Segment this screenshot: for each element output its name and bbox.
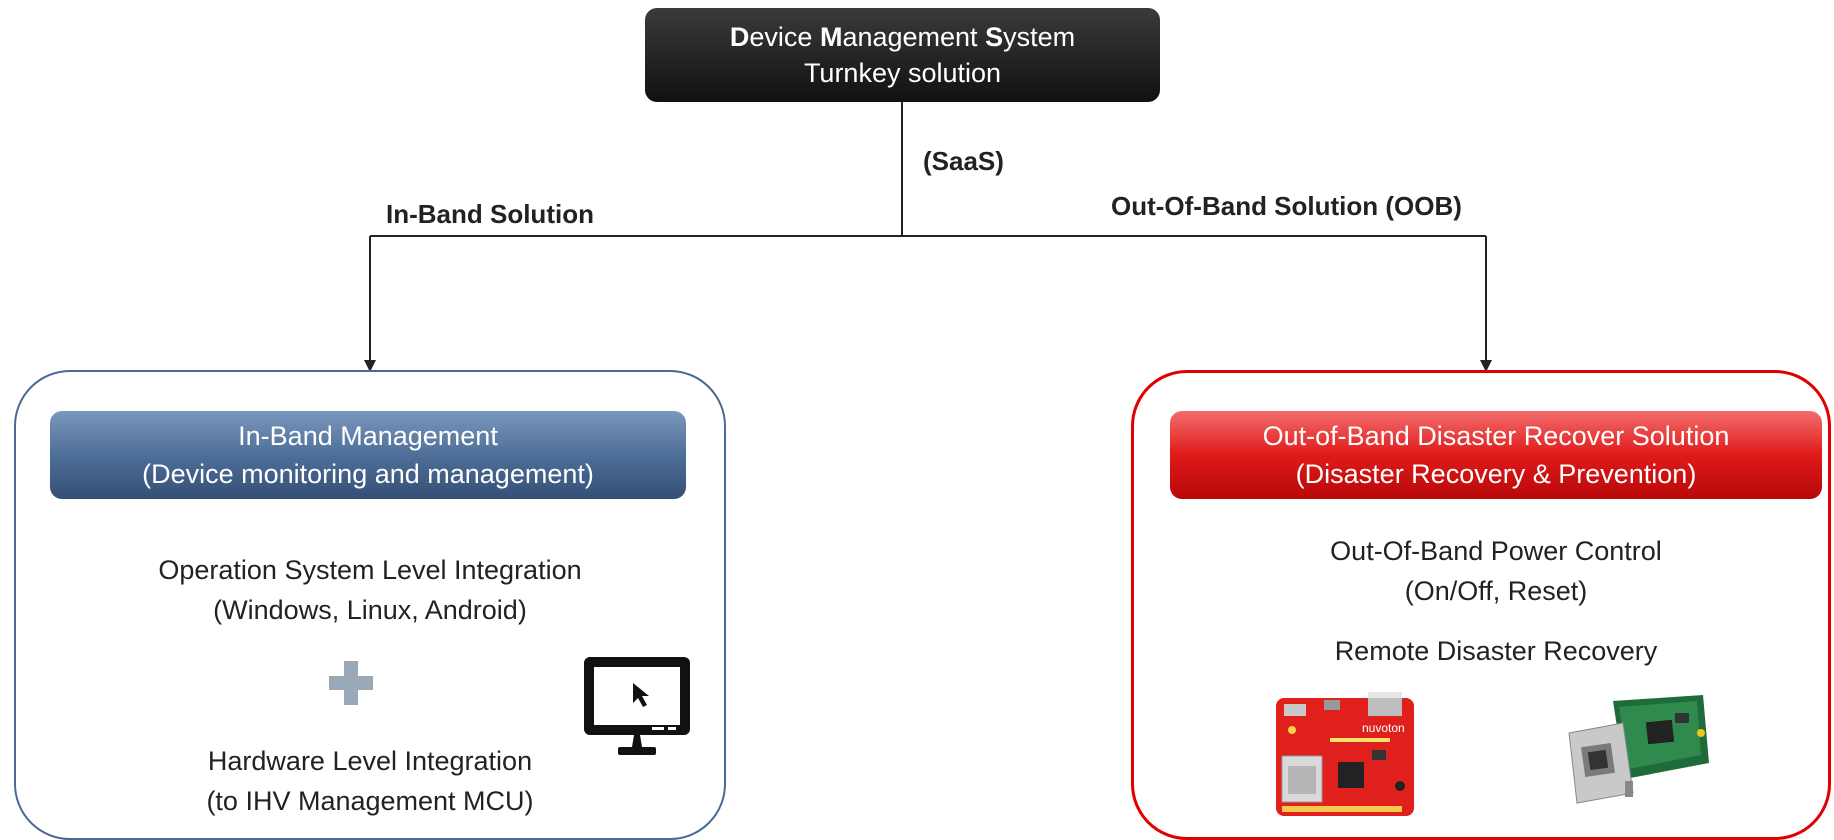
os-integration-text: Operation System Level Integration (Wind… [60, 550, 680, 630]
connector-lines [364, 102, 1492, 372]
title-part-management: anagement [842, 22, 986, 52]
monitor-icon [584, 657, 690, 755]
in-band-header-title: In-Band Management [238, 421, 498, 451]
in-band-header-subtitle: (Device monitoring and management) [142, 459, 594, 489]
saas-label: (SaaS) [923, 146, 1004, 176]
oob-solution-label: Out-Of-Band Solution (OOB) [1111, 191, 1462, 221]
board-brand-label: nuvoton [1362, 721, 1405, 735]
title-part-system: ystem [1003, 22, 1076, 52]
oob-header-title: Out-of-Band Disaster Recover Solution [1262, 421, 1730, 451]
title-initial-d: D [729, 22, 750, 52]
red-board-image: nuvoton [1276, 692, 1414, 816]
hw-integration-text: Hardware Level Integration (to IHV Manag… [60, 741, 680, 821]
in-band-header: In-Band Management (Device monitoring an… [50, 411, 686, 499]
remote-recovery-text: Remote Disaster Recovery [1334, 636, 1658, 666]
title-initial-m: M [819, 22, 843, 52]
os-integration-list: (Windows, Linux, Android) [213, 595, 527, 625]
power-control-title: Out-Of-Band Power Control [1330, 536, 1662, 566]
os-integration-title: Operation System Level Integration [158, 555, 582, 585]
top-box-title: Device Management System [645, 19, 1160, 55]
hw-integration-title: Hardware Level Integration [207, 746, 533, 776]
oob-header: Out-of-Band Disaster Recover Solution (D… [1170, 411, 1822, 499]
top-box-subtitle: Turnkey solution [803, 58, 1002, 88]
plus-icon [329, 661, 373, 705]
green-board-image [1568, 695, 1709, 804]
device-management-system-box: Device Management System Turnkey solutio… [645, 8, 1160, 102]
power-control-detail: (On/Off, Reset) [1404, 576, 1588, 606]
oob-header-subtitle: (Disaster Recovery & Prevention) [1295, 459, 1697, 489]
hw-integration-detail: (to IHV Management MCU) [206, 786, 534, 816]
in-band-solution-label: In-Band Solution [386, 199, 594, 229]
title-part-device: evice [749, 22, 820, 52]
power-control-text: Out-Of-Band Power Control (On/Off, Reset… [1170, 531, 1822, 611]
title-initial-s: S [985, 22, 1004, 52]
